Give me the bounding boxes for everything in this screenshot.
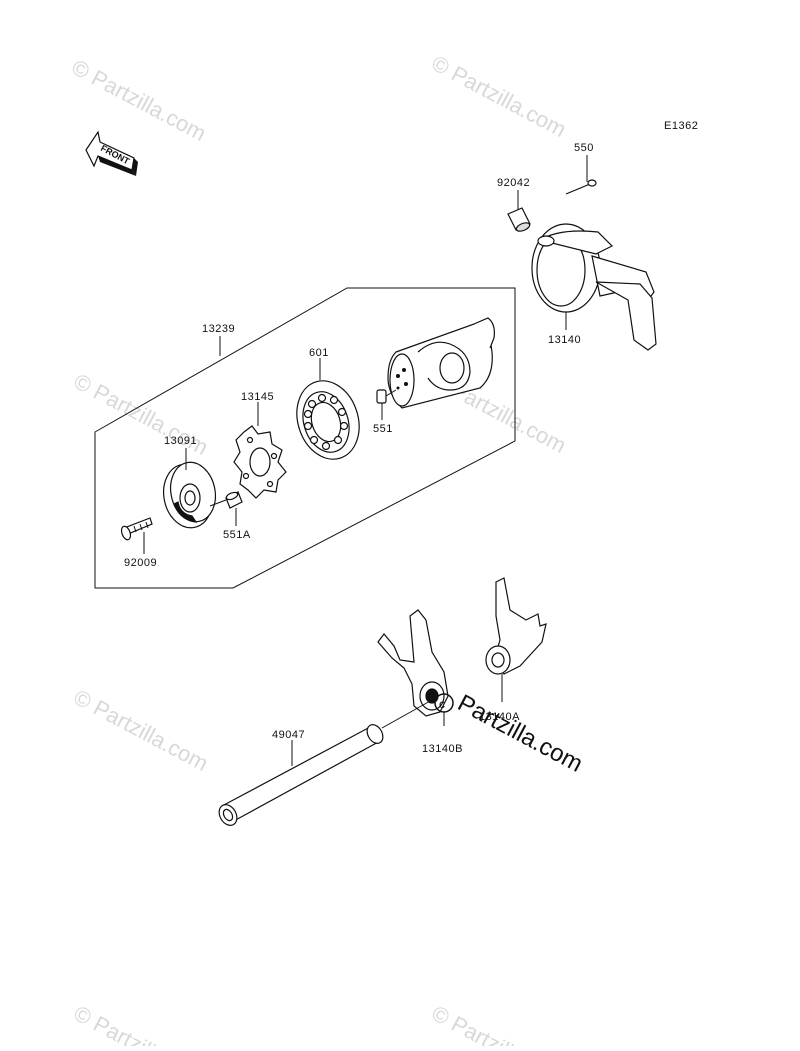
label-551a: 551A [223, 529, 251, 541]
watermark: © Partzilla.com [70, 1000, 213, 1046]
watermark: © Partzilla.com [68, 54, 211, 146]
brand-text: Partzilla.com [453, 689, 587, 777]
label-601: 601 [309, 347, 329, 359]
dowel-92042: 92042 [497, 177, 531, 232]
screw-92009: 92009 [120, 517, 157, 569]
label-92042: 92042 [497, 177, 530, 189]
svg-text:c: c [439, 697, 445, 711]
label-49047: 49047 [272, 729, 305, 741]
label-92009: 92009 [124, 557, 157, 569]
watermark: © Partzilla.com [70, 684, 213, 776]
partzilla-logo: c Partzilla.com [434, 689, 587, 778]
shift-rod-49047: 49047 [218, 699, 433, 826]
label-13145: 13145 [241, 391, 274, 403]
pin-551: 551 [373, 389, 397, 435]
watermark: © Partzilla.com [428, 1000, 571, 1046]
label-550: 550 [574, 142, 594, 154]
shift-fork-13140b: 13140B [377, 609, 463, 755]
label-13140: 13140 [548, 334, 581, 346]
shift-fork-13140: 13140 [531, 223, 657, 351]
label-551: 551 [373, 423, 393, 435]
label-13140b: 13140B [422, 743, 463, 755]
pin-550: 550 [565, 142, 597, 195]
watermark: © Partzilla.com [428, 50, 571, 142]
star-plate-13145: 13145 [233, 391, 287, 499]
cam-plate-13091: 13091 [162, 435, 217, 529]
label-13091: 13091 [164, 435, 197, 447]
label-13140a: 13140A [479, 711, 520, 723]
pin-551a: 551A [209, 491, 251, 541]
watermarks: © Partzilla.com © Partzilla.com © Partzi… [68, 50, 571, 1051]
front-arrow-icon: FRONT [85, 130, 138, 176]
shift-fork-13140a: 13140A [479, 577, 547, 723]
shift-drum [387, 317, 495, 409]
diagram-code: E1362 [664, 120, 698, 132]
assembly-outline [94, 287, 516, 589]
bearing-601: 601 [296, 347, 360, 460]
label-13239: 13239 [202, 323, 235, 335]
